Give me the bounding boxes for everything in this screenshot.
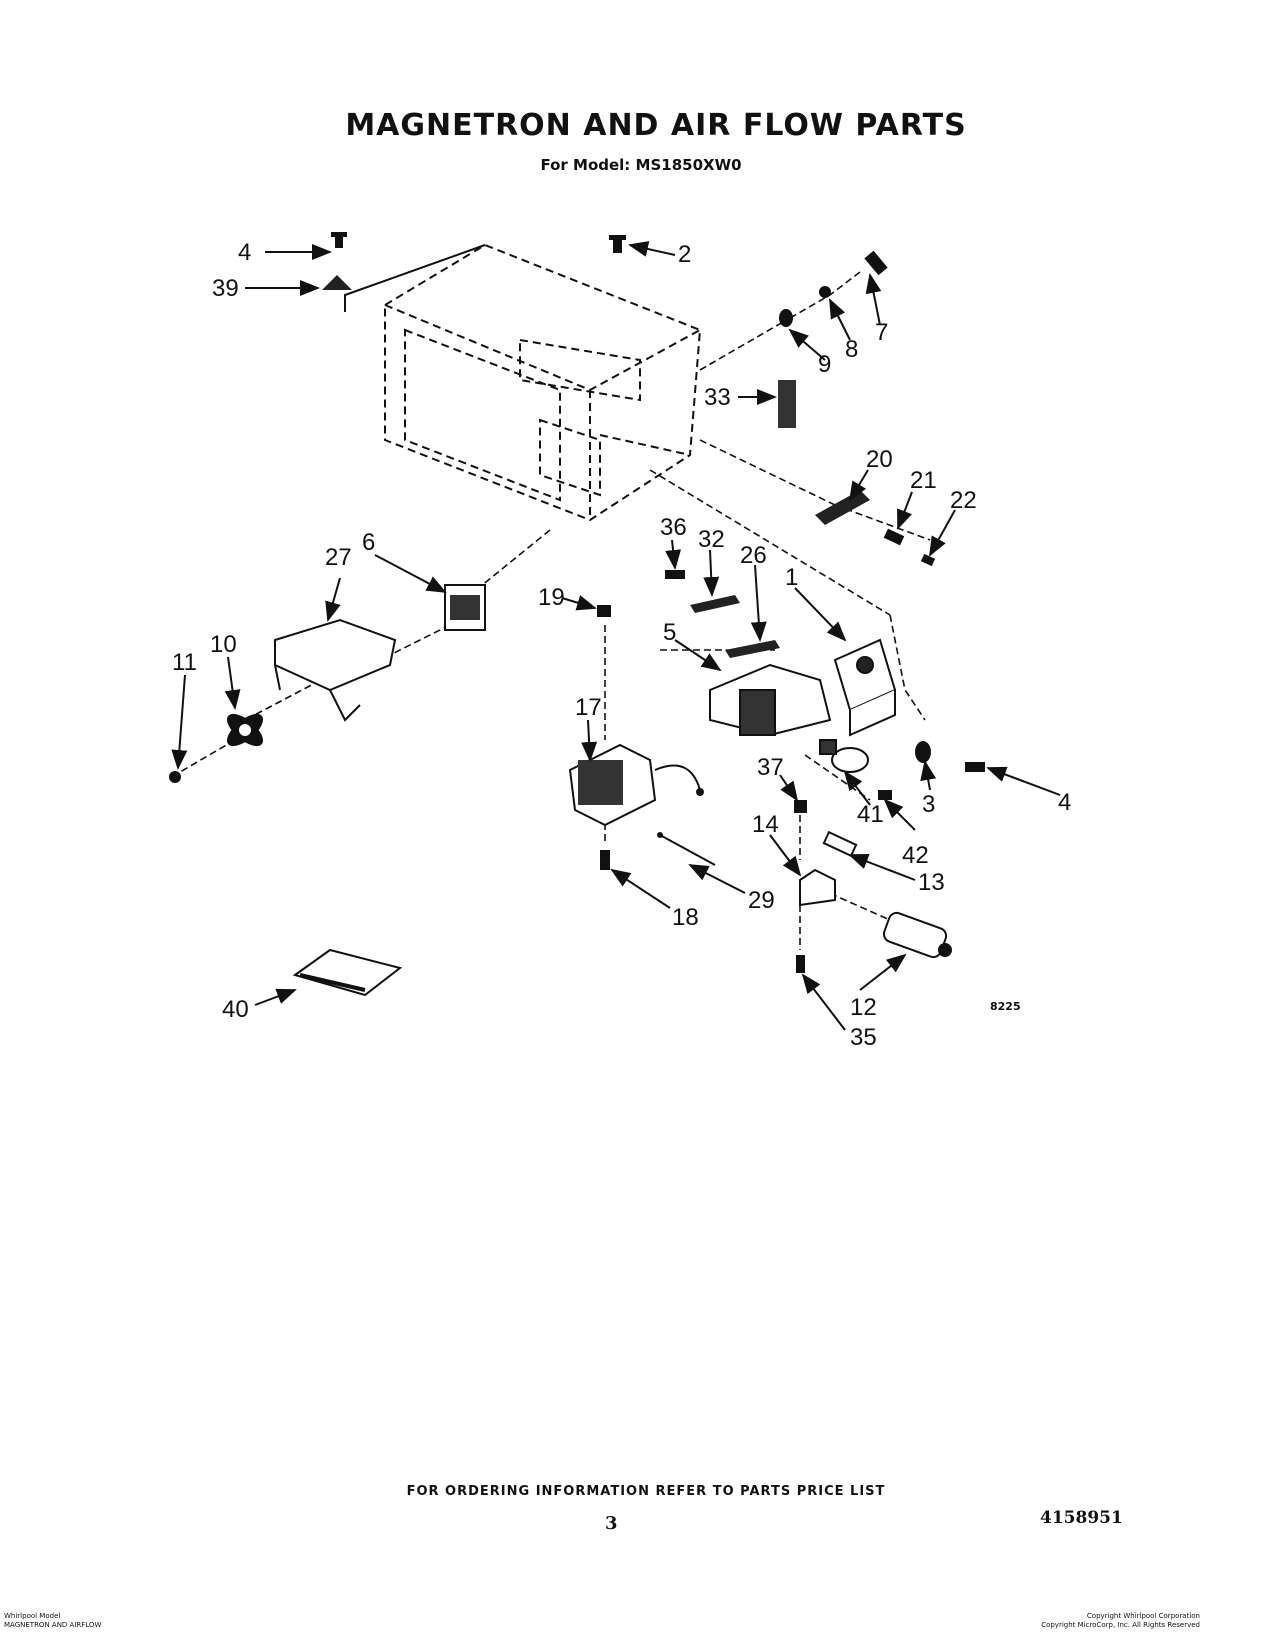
callout-label: 27: [325, 544, 352, 571]
model-subtitle: For Model: MS1850XW0: [540, 156, 742, 174]
thermal-cutout-icon: [444, 584, 486, 631]
nut-icon: [819, 286, 831, 298]
bracket-icon: [725, 640, 780, 658]
cavity-leader: [344, 244, 486, 312]
nut-icon: [794, 800, 807, 813]
callout-label: 37: [757, 754, 784, 781]
bracket-icon: [690, 595, 740, 613]
callout-label: 19: [538, 584, 565, 611]
callout-label: 33: [704, 384, 731, 411]
callout-label: 42: [902, 842, 929, 869]
diagram-code: 8225: [990, 1000, 1021, 1013]
capacitor-bracket-icon: [799, 868, 836, 907]
callout-label: 22: [950, 487, 977, 514]
fan-blade-icon: [226, 713, 264, 747]
oven-cavity: [384, 243, 702, 522]
capacitor-icon: [882, 911, 952, 959]
page-title: MAGNETRON AND AIR FLOW PARTS: [345, 108, 967, 143]
waveguide-cover-icon: [292, 948, 403, 997]
transformer-icon: [568, 743, 704, 827]
callout-label: 4: [1058, 789, 1071, 816]
callout-label: 39: [212, 275, 239, 302]
spacer-icon: [883, 528, 905, 546]
callout-label: 35: [850, 1024, 877, 1051]
ferrite-core-icon: [778, 380, 796, 428]
callout-label: 32: [698, 526, 725, 553]
diode-clip-icon: [822, 830, 858, 858]
callout-label: 10: [210, 631, 237, 658]
washer-icon: [779, 309, 793, 327]
callout-label: 7: [875, 319, 888, 346]
rivet-icon: [665, 570, 685, 579]
nut-icon: [597, 605, 611, 617]
callout-label: 9: [818, 351, 831, 378]
screw-icon: [609, 235, 626, 253]
copyright-line-1: Copyright Whirlpool Corporation: [1086, 1612, 1200, 1620]
callout-label: 40: [222, 996, 249, 1023]
callout-label: 21: [910, 467, 937, 494]
callout-label: 13: [918, 869, 945, 896]
footer-left-line-2: MAGNETRON AND AIRFLOW: [4, 1621, 102, 1629]
callout-label: 6: [362, 529, 375, 556]
callout-label: 12: [850, 994, 877, 1021]
callout-arrows: [171, 241, 1061, 1031]
callout-label: 3: [922, 791, 935, 818]
callout-label: 1: [785, 564, 798, 591]
screw-icon: [600, 850, 610, 870]
callout-label: 29: [748, 887, 775, 914]
callout-label: 18: [672, 904, 699, 931]
callout-labels: 4 39 2 7 8 9 33 20 21 22 36 32 26 1 27 6…: [172, 239, 1071, 1051]
screw-icon: [796, 955, 805, 973]
callout-label: 41: [857, 801, 884, 828]
ordering-note: FOR ORDERING INFORMATION REFER TO PARTS …: [406, 1484, 886, 1499]
grommet-icon: [915, 741, 931, 763]
grommet-icon: [322, 275, 352, 290]
callout-label: 20: [866, 446, 893, 473]
screw-icon: [864, 250, 888, 276]
copyright-line-2: Copyright MicroCorp, Inc. All Rights Res…: [1041, 1621, 1200, 1629]
callout-label: 4: [238, 239, 251, 266]
nut-icon: [169, 771, 181, 783]
callout-label: 14: [752, 811, 779, 838]
wire-icon: [659, 834, 716, 866]
callout-label: 17: [575, 694, 602, 721]
callout-label: 5: [663, 619, 676, 646]
diode-icon: [819, 739, 869, 773]
callout-label: 2: [678, 241, 691, 268]
page-number: 3: [605, 1513, 618, 1534]
screw-icon: [331, 232, 347, 248]
document-number: 4158951: [1040, 1508, 1123, 1528]
screw-icon: [920, 553, 936, 567]
magnetron-icon: [833, 638, 897, 737]
footer-left-line-1: Whirlpool Model: [4, 1612, 61, 1620]
callout-label: 26: [740, 542, 767, 569]
screw-icon: [965, 762, 985, 772]
bracket-icon: [815, 490, 870, 525]
air-duct-icon: [709, 663, 832, 737]
screw-icon: [878, 790, 892, 800]
callout-label: 11: [172, 649, 197, 676]
waveguide-cover-edge: [299, 973, 366, 992]
fan-shroud-icon: [274, 618, 397, 722]
callout-label: 36: [660, 514, 687, 541]
callout-label: 8: [845, 336, 858, 363]
